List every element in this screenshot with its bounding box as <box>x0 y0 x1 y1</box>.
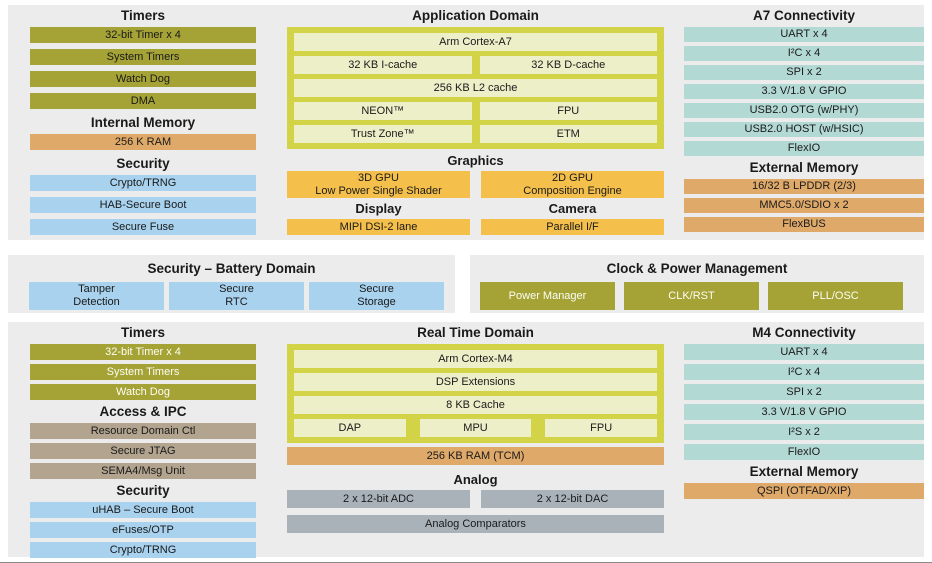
block-cortex-a7: Arm Cortex-A7 <box>294 33 657 51</box>
block-dcache: 32 KB D-cache <box>479 56 657 74</box>
block-power-manager: Power Manager <box>480 282 615 310</box>
block-2d-gpu: 2D GPU Composition Engine <box>481 171 664 198</box>
block-dsp-extensions: DSP Extensions <box>294 373 657 391</box>
block-dma: DMA <box>30 93 256 109</box>
block-a7-spi: SPI x 2 <box>684 65 924 80</box>
m4-timers-title: Timers <box>120 325 166 340</box>
access-ipc-title: Access & IPC <box>99 404 187 419</box>
m4-connectivity-title: M4 Connectivity <box>752 325 856 340</box>
block-resource-domain-ctl: Resource Domain Ctl <box>30 423 256 439</box>
analog-title: Analog <box>453 472 498 487</box>
block-fpu-m4: FPU <box>545 419 658 437</box>
block-secure-fuse: Secure Fuse <box>30 219 256 235</box>
top-middle-column: Application Domain Arm Cortex-A7 32 KB I… <box>287 5 664 240</box>
block-m4-flexio: FlexIO <box>684 444 924 460</box>
block-secure-rtc: Secure RTC <box>169 282 304 310</box>
block-usb-otg: USB2.0 OTG (w/PHY) <box>684 103 924 118</box>
block-clk-rst: CLK/RST <box>624 282 759 310</box>
block-8kb-cache: 8 KB Cache <box>294 396 657 414</box>
battery-domain-panel: Security – Battery Domain Tamper Detecti… <box>8 255 455 313</box>
bottom-right-column: M4 Connectivity UART x 4 I²C x 4 SPI x 2… <box>684 322 924 557</box>
block-32bit-timer: 32-bit Timer x 4 <box>30 27 256 43</box>
block-3d-gpu: 3D GPU Low Power Single Shader <box>287 171 470 198</box>
block-icache: 32 KB I-cache <box>294 56 472 74</box>
real-time-domain-title: Real Time Domain <box>417 325 534 340</box>
battery-domain-title: Security – Battery Domain <box>147 261 316 276</box>
application-domain-title: Application Domain <box>412 8 539 23</box>
block-a7-gpio: 3.3 V/1.8 V GPIO <box>684 84 924 99</box>
display-title: Display <box>355 201 402 216</box>
block-sema4-msg-unit: SEMA4/Msg Unit <box>30 463 256 479</box>
block-a7-i2c: I²C x 4 <box>684 46 924 61</box>
block-fpu-a7: FPU <box>479 102 657 120</box>
cortex-m4-cluster: Arm Cortex-M4 DSP Extensions 8 KB Cache … <box>287 344 664 443</box>
block-pll-osc: PLL/OSC <box>768 282 903 310</box>
block-secure-jtag: Secure JTAG <box>30 443 256 459</box>
block-m4-uart: UART x 4 <box>684 344 924 360</box>
block-m4-i2c: I²C x 4 <box>684 364 924 380</box>
block-tamper-detection: Tamper Detection <box>29 282 164 310</box>
block-m4-system-timers: System Timers <box>30 364 256 380</box>
block-parallel-if: Parallel I/F <box>481 219 664 235</box>
block-m4-i2s: I²S x 2 <box>684 424 924 440</box>
block-qspi: QSPI (OTFAD/XIP) <box>684 483 924 499</box>
application-domain-panel: Timers 32-bit Timer x 4 System Timers Wa… <box>8 5 924 240</box>
clock-power-panel: Clock & Power Management Power Manager C… <box>470 255 924 313</box>
block-m4-spi: SPI x 2 <box>684 384 924 400</box>
timers-title: Timers <box>120 8 166 23</box>
block-flexbus: FlexBUS <box>684 217 924 232</box>
real-time-domain-panel: Timers 32-bit Timer x 4 System Timers Wa… <box>8 322 924 558</box>
block-mmc-sdio: MMC5.0/SDIO x 2 <box>684 198 924 213</box>
top-right-column: A7 Connectivity UART x 4 I²C x 4 SPI x 2… <box>684 5 924 240</box>
block-efuses-otp: eFuses/OTP <box>30 522 256 538</box>
block-m4-crypto-trng: Crypto/TRNG <box>30 542 256 558</box>
a7-connectivity-title: A7 Connectivity <box>752 8 856 23</box>
block-secure-storage: Secure Storage <box>309 282 444 310</box>
block-neon: NEON™ <box>294 102 472 120</box>
block-m4-32bit-timer: 32-bit Timer x 4 <box>30 344 256 360</box>
block-usb-host: USB2.0 HOST (w/HSIC) <box>684 122 924 137</box>
block-cortex-m4: Arm Cortex-M4 <box>294 350 657 368</box>
block-hab-secure-boot: HAB-Secure Boot <box>30 197 256 213</box>
block-uhab-secure-boot: uHAB – Secure Boot <box>30 502 256 518</box>
internal-memory-title: Internal Memory <box>90 115 196 130</box>
a7-external-memory-title: External Memory <box>749 160 859 175</box>
security-title: Security <box>116 156 170 171</box>
block-lpddr: 16/32 B LPDDR (2/3) <box>684 179 924 194</box>
bottom-left-column: Timers 32-bit Timer x 4 System Timers Wa… <box>30 322 256 558</box>
top-left-column: Timers 32-bit Timer x 4 System Timers Wa… <box>30 5 256 240</box>
block-etm: ETM <box>479 125 657 143</box>
cortex-a7-cluster: Arm Cortex-A7 32 KB I-cache 32 KB D-cach… <box>287 27 664 149</box>
block-system-timers: System Timers <box>30 49 256 65</box>
block-m4-gpio: 3.3 V/1.8 V GPIO <box>684 404 924 420</box>
block-l2-cache: 256 KB L2 cache <box>294 79 657 97</box>
block-mpu: MPU <box>419 419 532 437</box>
clock-power-title: Clock & Power Management <box>606 261 788 276</box>
graphics-title: Graphics <box>447 153 504 168</box>
block-256k-ram: 256 K RAM <box>30 134 256 150</box>
block-adc: 2 x 12-bit ADC <box>287 490 470 508</box>
block-dac: 2 x 12-bit DAC <box>481 490 664 508</box>
block-analog-comparators: Analog Comparators <box>287 515 664 533</box>
camera-title: Camera <box>548 201 597 216</box>
block-m4-watch-dog: Watch Dog <box>30 384 256 400</box>
block-trustzone: Trust Zone™ <box>294 125 472 143</box>
bottom-middle-column: Real Time Domain Arm Cortex-M4 DSP Exten… <box>287 322 664 557</box>
block-a7-flexio: FlexIO <box>684 141 924 156</box>
block-tcm-ram: 256 KB RAM (TCM) <box>287 447 664 465</box>
block-dap: DAP <box>294 419 406 437</box>
block-a7-uart: UART x 4 <box>684 27 924 42</box>
m4-security-title: Security <box>116 483 170 498</box>
m4-external-memory-title: External Memory <box>749 464 859 479</box>
block-mipi-dsi: MIPI DSI-2 lane <box>287 219 470 235</box>
block-crypto-trng: Crypto/TRNG <box>30 175 256 191</box>
block-watch-dog: Watch Dog <box>30 71 256 87</box>
